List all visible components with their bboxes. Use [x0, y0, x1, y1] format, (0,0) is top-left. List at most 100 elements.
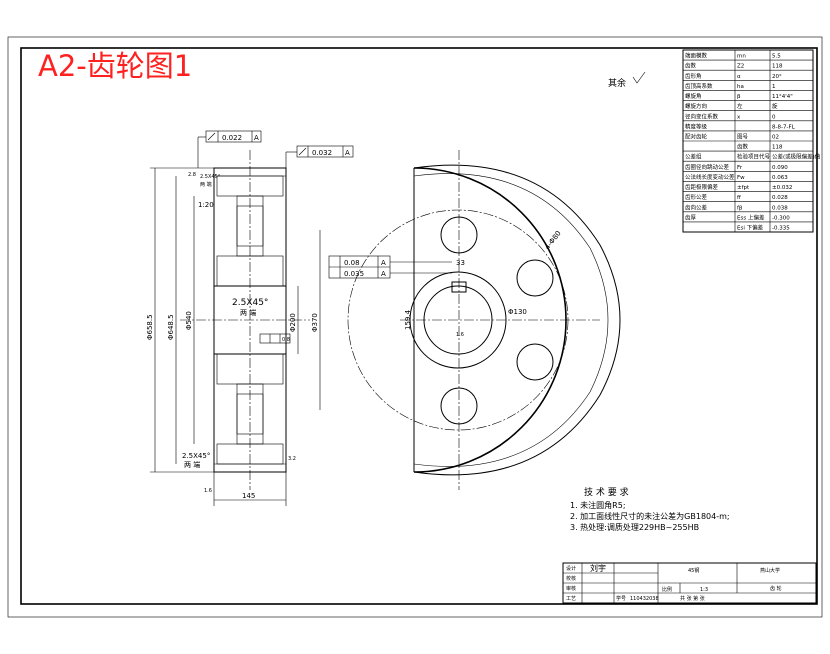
roughness-note: 其余: [608, 77, 626, 89]
param-name: 齿向公差: [685, 203, 708, 211]
param-sym: ±fpt: [737, 185, 750, 191]
param-val: 公差(或极限偏差)值: [772, 153, 821, 161]
param-sym: Ess 上偏差: [737, 213, 765, 221]
scale-label: 比例: [662, 586, 672, 593]
param-val: 20°: [772, 74, 782, 80]
taper-label: 1:20: [198, 201, 214, 209]
runout-side-frame: [285, 145, 354, 168]
param-val: 8-8-7-FL: [772, 124, 796, 130]
designer-name: 刘宇: [590, 563, 606, 573]
param-name: 公法线长度变动公差: [685, 173, 735, 181]
material: 45钢: [688, 567, 699, 574]
param-sym: x: [737, 114, 741, 120]
param-val: ±0.032: [772, 185, 792, 191]
param-name: 配对齿轮: [685, 133, 708, 141]
chamfer-mid-note: 两 端: [240, 308, 256, 317]
param-sym: Fw: [737, 175, 745, 181]
design-label: 设计: [566, 565, 576, 572]
param-val: 0: [772, 114, 776, 120]
hole-dia-label: Φ130: [508, 308, 527, 316]
param-sym: Esi 下偏差: [737, 224, 764, 232]
chamfer-top-note: 两 端: [200, 181, 212, 188]
chamfer-top-label: 2.5X45°: [200, 174, 221, 180]
parallel-datum: A: [381, 270, 386, 278]
process-label: 工艺: [566, 596, 576, 602]
chamfer-bot-label: 2.5X45°: [182, 452, 210, 460]
bore-label: 1.6: [456, 332, 464, 338]
param-name: 精度等级: [685, 122, 708, 130]
runout-top-datum: A: [254, 134, 259, 142]
param-val: -0.300: [772, 215, 790, 221]
school: 燕山大学: [760, 567, 780, 574]
title-block: [562, 562, 817, 604]
dia-root-label: Φ648.5: [167, 314, 175, 340]
param-name: 齿形公差: [685, 193, 708, 201]
dia-bore-label: Φ200: [289, 313, 297, 332]
section-dimensions: [150, 167, 321, 506]
param-name: 公差组: [685, 153, 702, 161]
param-sym: 齿数: [737, 143, 749, 151]
edge-lower-label: 1.6: [204, 488, 212, 494]
tech-req-item-1: 1. 未注圆角R5;: [570, 500, 626, 510]
dia-hub-label: Φ370: [311, 313, 319, 332]
param-sym: ff: [737, 195, 741, 201]
param-val: 1: [772, 84, 776, 90]
dia-web-label: Φ540: [185, 311, 193, 330]
keyway-width-label: 33: [456, 259, 465, 267]
param-val: 0.038: [772, 205, 788, 211]
chamfer-mid-label: 2.5X45°: [232, 298, 268, 308]
inner-border: [20, 47, 818, 605]
drawing-no-label: 学号: [616, 595, 626, 602]
runout-top-frame: [197, 130, 262, 168]
param-name: 端面模数: [685, 52, 708, 60]
small-tolerance-frame: [259, 333, 291, 344]
sheet-count: 共 张 第 张: [680, 595, 705, 602]
param-sym: ha: [737, 84, 744, 90]
param-val: 旋: [772, 102, 778, 110]
param-val: 0.028: [772, 195, 788, 201]
param-sym: Z2: [737, 64, 744, 70]
param-val: 5.5: [772, 54, 781, 60]
param-name: 螺旋角: [685, 92, 702, 100]
param-name: 齿圈径向跳动公差: [685, 163, 730, 171]
chamfer-bot-note: 两 端: [184, 460, 200, 469]
param-val: 02: [772, 135, 779, 141]
tech-req-item-2: 2. 加工面线性尺寸的未注公差为GB1804-m;: [570, 511, 730, 521]
symmetry-frame: [328, 255, 452, 279]
param-name: 齿厚: [685, 214, 697, 221]
param-val: -0.335: [772, 226, 790, 232]
param-sym: fβ: [737, 205, 743, 211]
symmetry-value: 0.08: [344, 259, 360, 267]
dia-outer-label: Φ658.5: [146, 314, 154, 340]
width-label: 145: [242, 492, 255, 500]
review-label: 审核: [566, 585, 576, 592]
param-val: 118: [772, 145, 783, 151]
sheet-title: A2-齿轮图1: [38, 49, 192, 83]
drawing-no: 110432038: [630, 596, 659, 602]
param-val: 11°4'4": [772, 94, 793, 100]
param-name: 螺旋方向: [685, 102, 707, 110]
runout-side-value: 0.032: [312, 149, 332, 157]
param-sym: 检验项目代号: [737, 153, 771, 161]
param-name: 齿距极限偏差: [685, 183, 719, 191]
section-view: [180, 150, 310, 490]
param-name: 齿形角: [685, 72, 702, 80]
small-tolerance-value: 0.8: [282, 337, 290, 343]
param-sym: mn: [737, 54, 746, 60]
part-name: 齿 轮: [770, 585, 782, 592]
param-sym: 图号: [737, 133, 749, 141]
param-sym: Fr: [737, 165, 743, 171]
hole-count-label: 4-Φ80: [543, 229, 562, 251]
runout-side-datum: A: [345, 149, 350, 157]
param-name: 齿数: [685, 62, 697, 70]
symmetry-datum: A: [381, 259, 386, 267]
param-name: 径向变位系数: [685, 112, 719, 120]
param-sym: α: [737, 74, 741, 80]
front-view: [347, 150, 621, 490]
param-val: 118: [772, 64, 783, 70]
param-val: 0.090: [772, 165, 788, 171]
edge-bottom-label: 3.2: [288, 456, 296, 462]
parallel-value: 0.035: [344, 270, 364, 278]
